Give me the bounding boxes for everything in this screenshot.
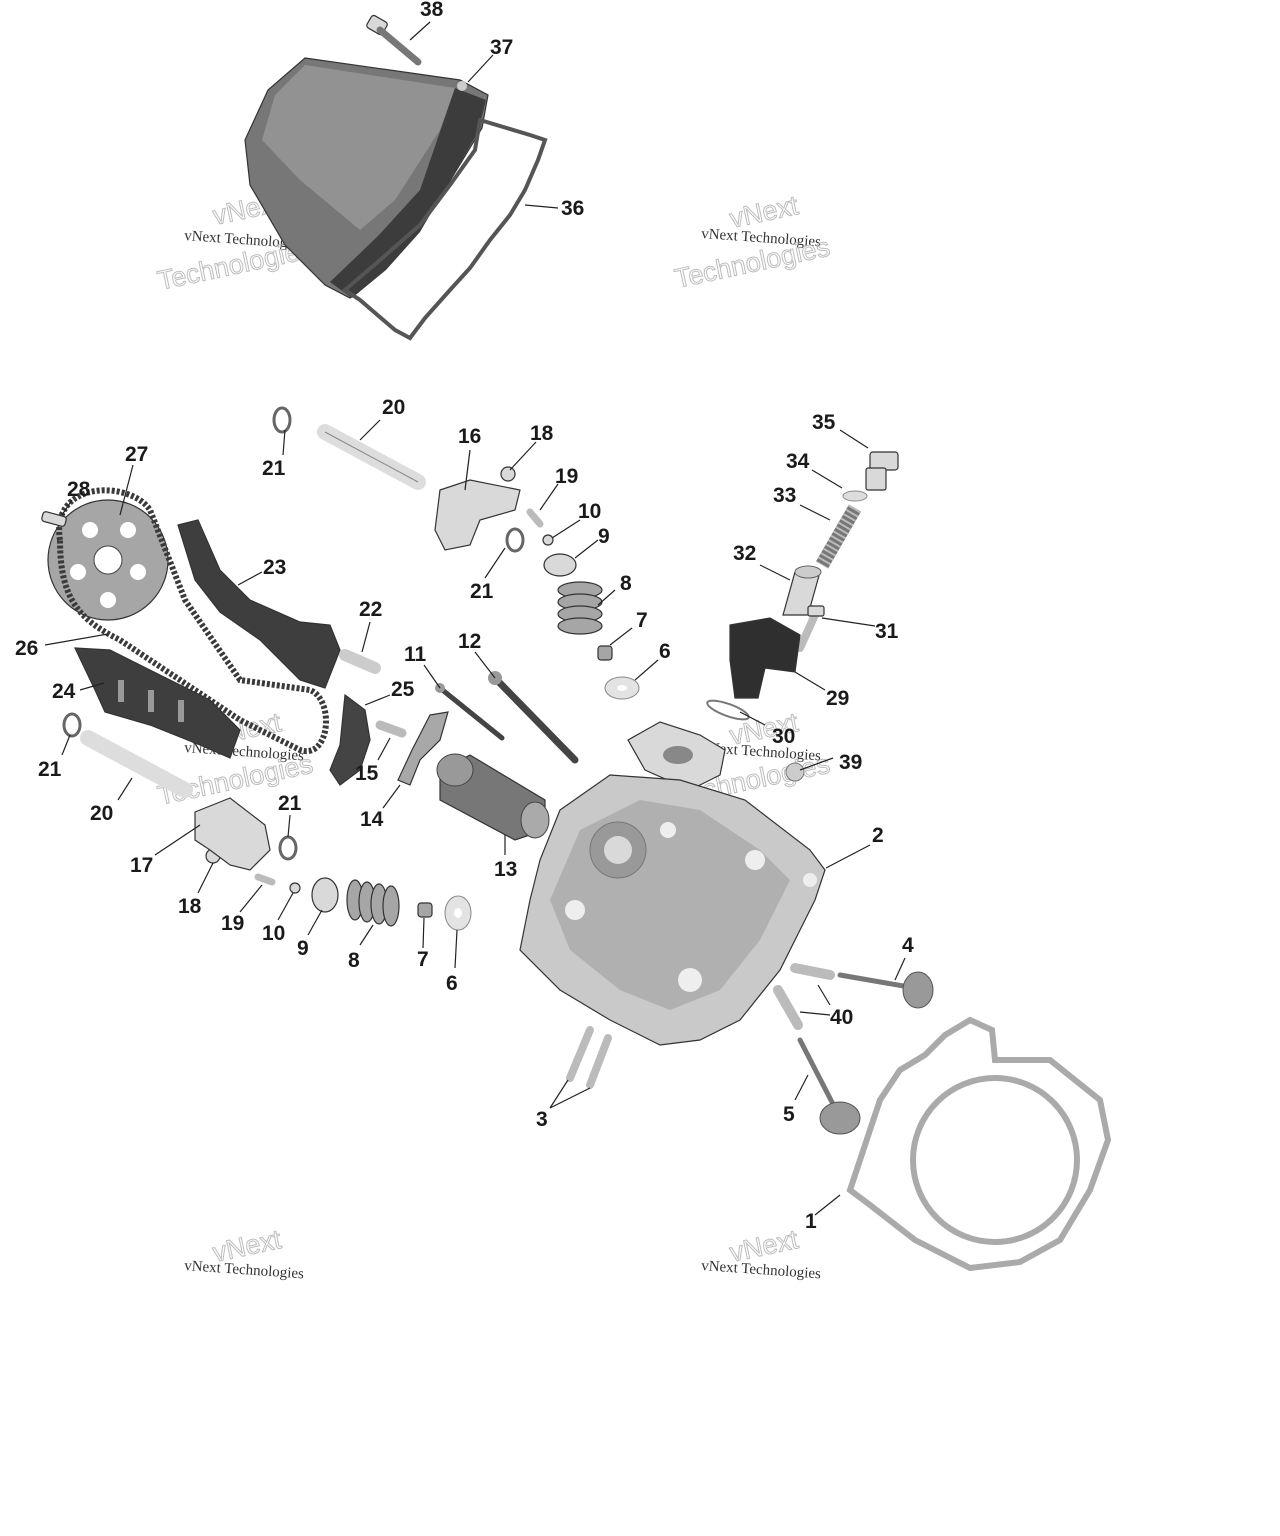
- label-14: 14: [360, 808, 384, 831]
- label-33: 33: [773, 484, 796, 507]
- rocker-arm-bottom-drawing: [194, 797, 271, 871]
- intake-adapter-drawing: [627, 721, 805, 791]
- watermark-line2: vNext Technologies: [701, 1258, 822, 1282]
- adjust-screw-drawings: [254, 508, 544, 886]
- cam-sprocket-drawing: [47, 499, 169, 621]
- camshaft-drawing: [436, 753, 550, 841]
- tensioner-bolt-drawing: [796, 605, 825, 652]
- label-21-top: 21: [262, 457, 286, 480]
- watermark-bottom-right: vNext vNext Technologies: [701, 1224, 822, 1283]
- label-9-bottom: 9: [297, 937, 309, 960]
- label-12: 12: [458, 630, 481, 653]
- label-3: 3: [536, 1108, 548, 1131]
- cover-gasket-drawing: [341, 117, 548, 341]
- spring-plate-drawing: [397, 711, 449, 786]
- timing-chain-drawing: [56, 487, 329, 755]
- watermark-line2: vNext Technologies: [184, 1258, 305, 1282]
- label-27: 27: [125, 443, 148, 466]
- o-ring-drawings: [62, 406, 525, 861]
- label-1: 1: [805, 1210, 817, 1233]
- valve-cover-drawing: [244, 57, 489, 299]
- label-7-bottom: 7: [417, 948, 429, 971]
- label-9-top: 9: [598, 525, 610, 548]
- label-10-top: 10: [578, 500, 601, 523]
- label-20-top: 20: [382, 396, 405, 419]
- plug-washer-drawing: [842, 490, 868, 502]
- label-18-bottom: 18: [178, 895, 202, 918]
- watermark-bottom-left: vNext vNext Technologies: [184, 1224, 305, 1283]
- label-21-left: 21: [38, 758, 62, 781]
- valve-guide-drawings: [773, 963, 835, 1030]
- tensioner-shoe-drawing: [329, 693, 371, 786]
- watermark-top-right: vNext vNext Technologies Technologies: [672, 190, 833, 295]
- label-17: 17: [130, 854, 153, 877]
- rocker-shaft-top-drawing: [317, 424, 426, 490]
- valve-keeper-drawings: [289, 534, 554, 894]
- label-23: 23: [263, 556, 286, 579]
- intake-valve-drawing: [837, 971, 934, 1009]
- label-29: 29: [826, 687, 849, 710]
- rocker-shaft-bottom-drawing: [80, 730, 193, 798]
- exhaust-valve-drawing: [797, 1037, 861, 1135]
- label-31: 31: [875, 620, 899, 643]
- tensioner-spring-drawing: [815, 504, 862, 569]
- label-38: 38: [420, 0, 444, 21]
- tensioner-gasket-drawing: [706, 699, 750, 721]
- label-19-top: 19: [555, 465, 578, 488]
- chain-guide-drawing: [177, 519, 341, 689]
- shoe-bolt-drawing: [375, 720, 407, 738]
- tensioner-plunger-drawing: [782, 565, 822, 616]
- label-7-top: 7: [636, 609, 648, 632]
- label-16: 16: [458, 425, 481, 448]
- label-34: 34: [786, 450, 810, 473]
- guide-pin-drawing: [339, 649, 381, 674]
- valve-spring-drawings: [346, 581, 603, 927]
- label-40: 40: [830, 1006, 853, 1029]
- label-18-top: 18: [530, 422, 554, 445]
- label-6-top: 6: [659, 640, 671, 663]
- label-4: 4: [902, 934, 914, 957]
- tensioner-body-drawing: [729, 617, 801, 699]
- sprocket-bolt-drawing: [41, 511, 67, 527]
- label-35: 35: [812, 411, 836, 434]
- label-25: 25: [391, 678, 415, 701]
- valve-seal-drawings: [417, 645, 613, 918]
- label-21-upper-right: 21: [470, 580, 494, 603]
- label-26: 26: [15, 637, 38, 660]
- label-15: 15: [355, 762, 379, 785]
- watermark-line1: vNext: [727, 190, 801, 234]
- label-13: 13: [494, 858, 517, 881]
- label-11: 11: [404, 643, 427, 666]
- rocker-arm-top-drawing: [434, 479, 521, 551]
- head-gasket-drawing: [846, 1016, 1112, 1272]
- label-8-bottom: 8: [348, 949, 360, 972]
- label-36: 36: [561, 197, 584, 220]
- label-30: 30: [772, 725, 795, 748]
- tensioner-guide-drawing: [74, 647, 241, 759]
- leader-lines: [44, 21, 906, 1216]
- label-2: 2: [872, 824, 884, 847]
- label-32: 32: [733, 542, 756, 565]
- label-8-top: 8: [620, 572, 632, 595]
- label-10-bottom: 10: [262, 922, 285, 945]
- label-5: 5: [783, 1103, 795, 1126]
- label-19-bottom: 19: [221, 912, 244, 935]
- cover-bolt-drawing: [366, 14, 422, 66]
- label-6-bottom: 6: [446, 972, 458, 995]
- label-22: 22: [359, 598, 382, 621]
- part-labels: 38 37 36 20 21 16 18 19 10 9 21 8 7 6 27…: [15, 0, 914, 1233]
- dowel-pin-drawings: [566, 1026, 612, 1089]
- label-39: 39: [839, 751, 862, 774]
- head-bolt-drawings: [435, 671, 579, 764]
- tensioner-plug-bolt-drawing: [865, 451, 899, 491]
- label-20-bottom: 20: [90, 802, 113, 825]
- cylinder-head-drawing: [519, 774, 826, 1046]
- label-24: 24: [52, 680, 76, 703]
- spring-retainer-drawings: [311, 553, 577, 913]
- label-28: 28: [67, 478, 91, 501]
- washer-drawings: [444, 676, 640, 931]
- label-21-bottom: 21: [278, 792, 302, 815]
- label-37: 37: [490, 36, 513, 59]
